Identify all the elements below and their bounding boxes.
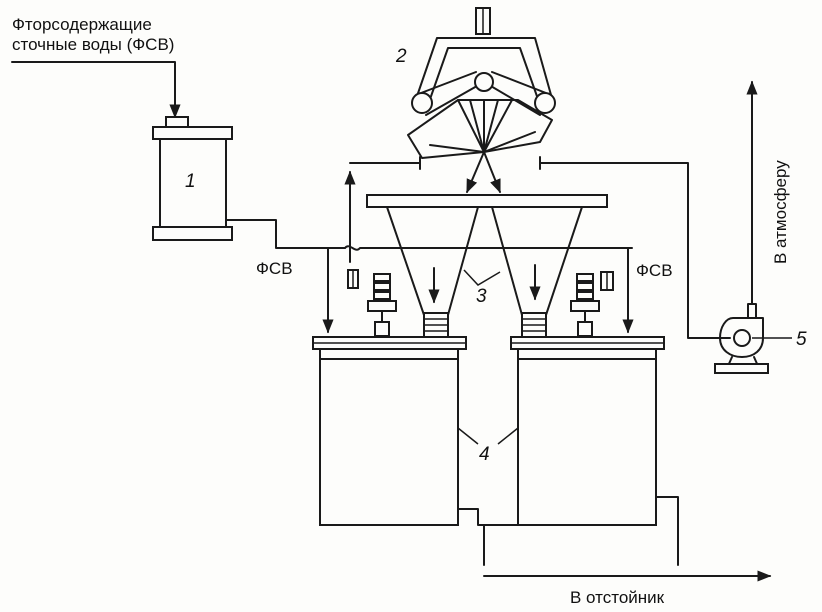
hoppers-3 [386,206,583,338]
inlet-label-line1: Фторсодержащие [12,15,152,34]
drain-pipes [457,496,772,582]
return-loop-pipe [344,156,421,263]
inlet-label-line2: сточные воды (ФСВ) [12,35,174,54]
label-number-4: 4 [479,444,490,465]
fsv-label-right: ФСВ [636,261,673,280]
distributor-2 [407,7,556,194]
exhaust-duct [539,156,731,339]
top-plate [366,194,608,208]
atmosphere-label: В атмосферу [771,160,790,264]
fan-5 [714,80,792,374]
fsv-distribution-pipes [225,219,634,334]
label-number-2: 2 [395,46,407,67]
tank-right [510,336,665,526]
label-number-5: 5 [796,329,807,350]
inlet-pipe [11,61,181,119]
label-number-3: 3 [476,286,487,307]
mixer-left [347,269,397,337]
tank-left [312,336,467,526]
label-number-1: 1 [185,171,196,192]
mixer-right [570,271,614,337]
feed-vessel-1 [152,116,233,241]
tank-leader-lines [457,427,519,445]
settler-label: В отстойник [570,588,665,607]
fsv-label-left: ФСВ [256,259,293,278]
